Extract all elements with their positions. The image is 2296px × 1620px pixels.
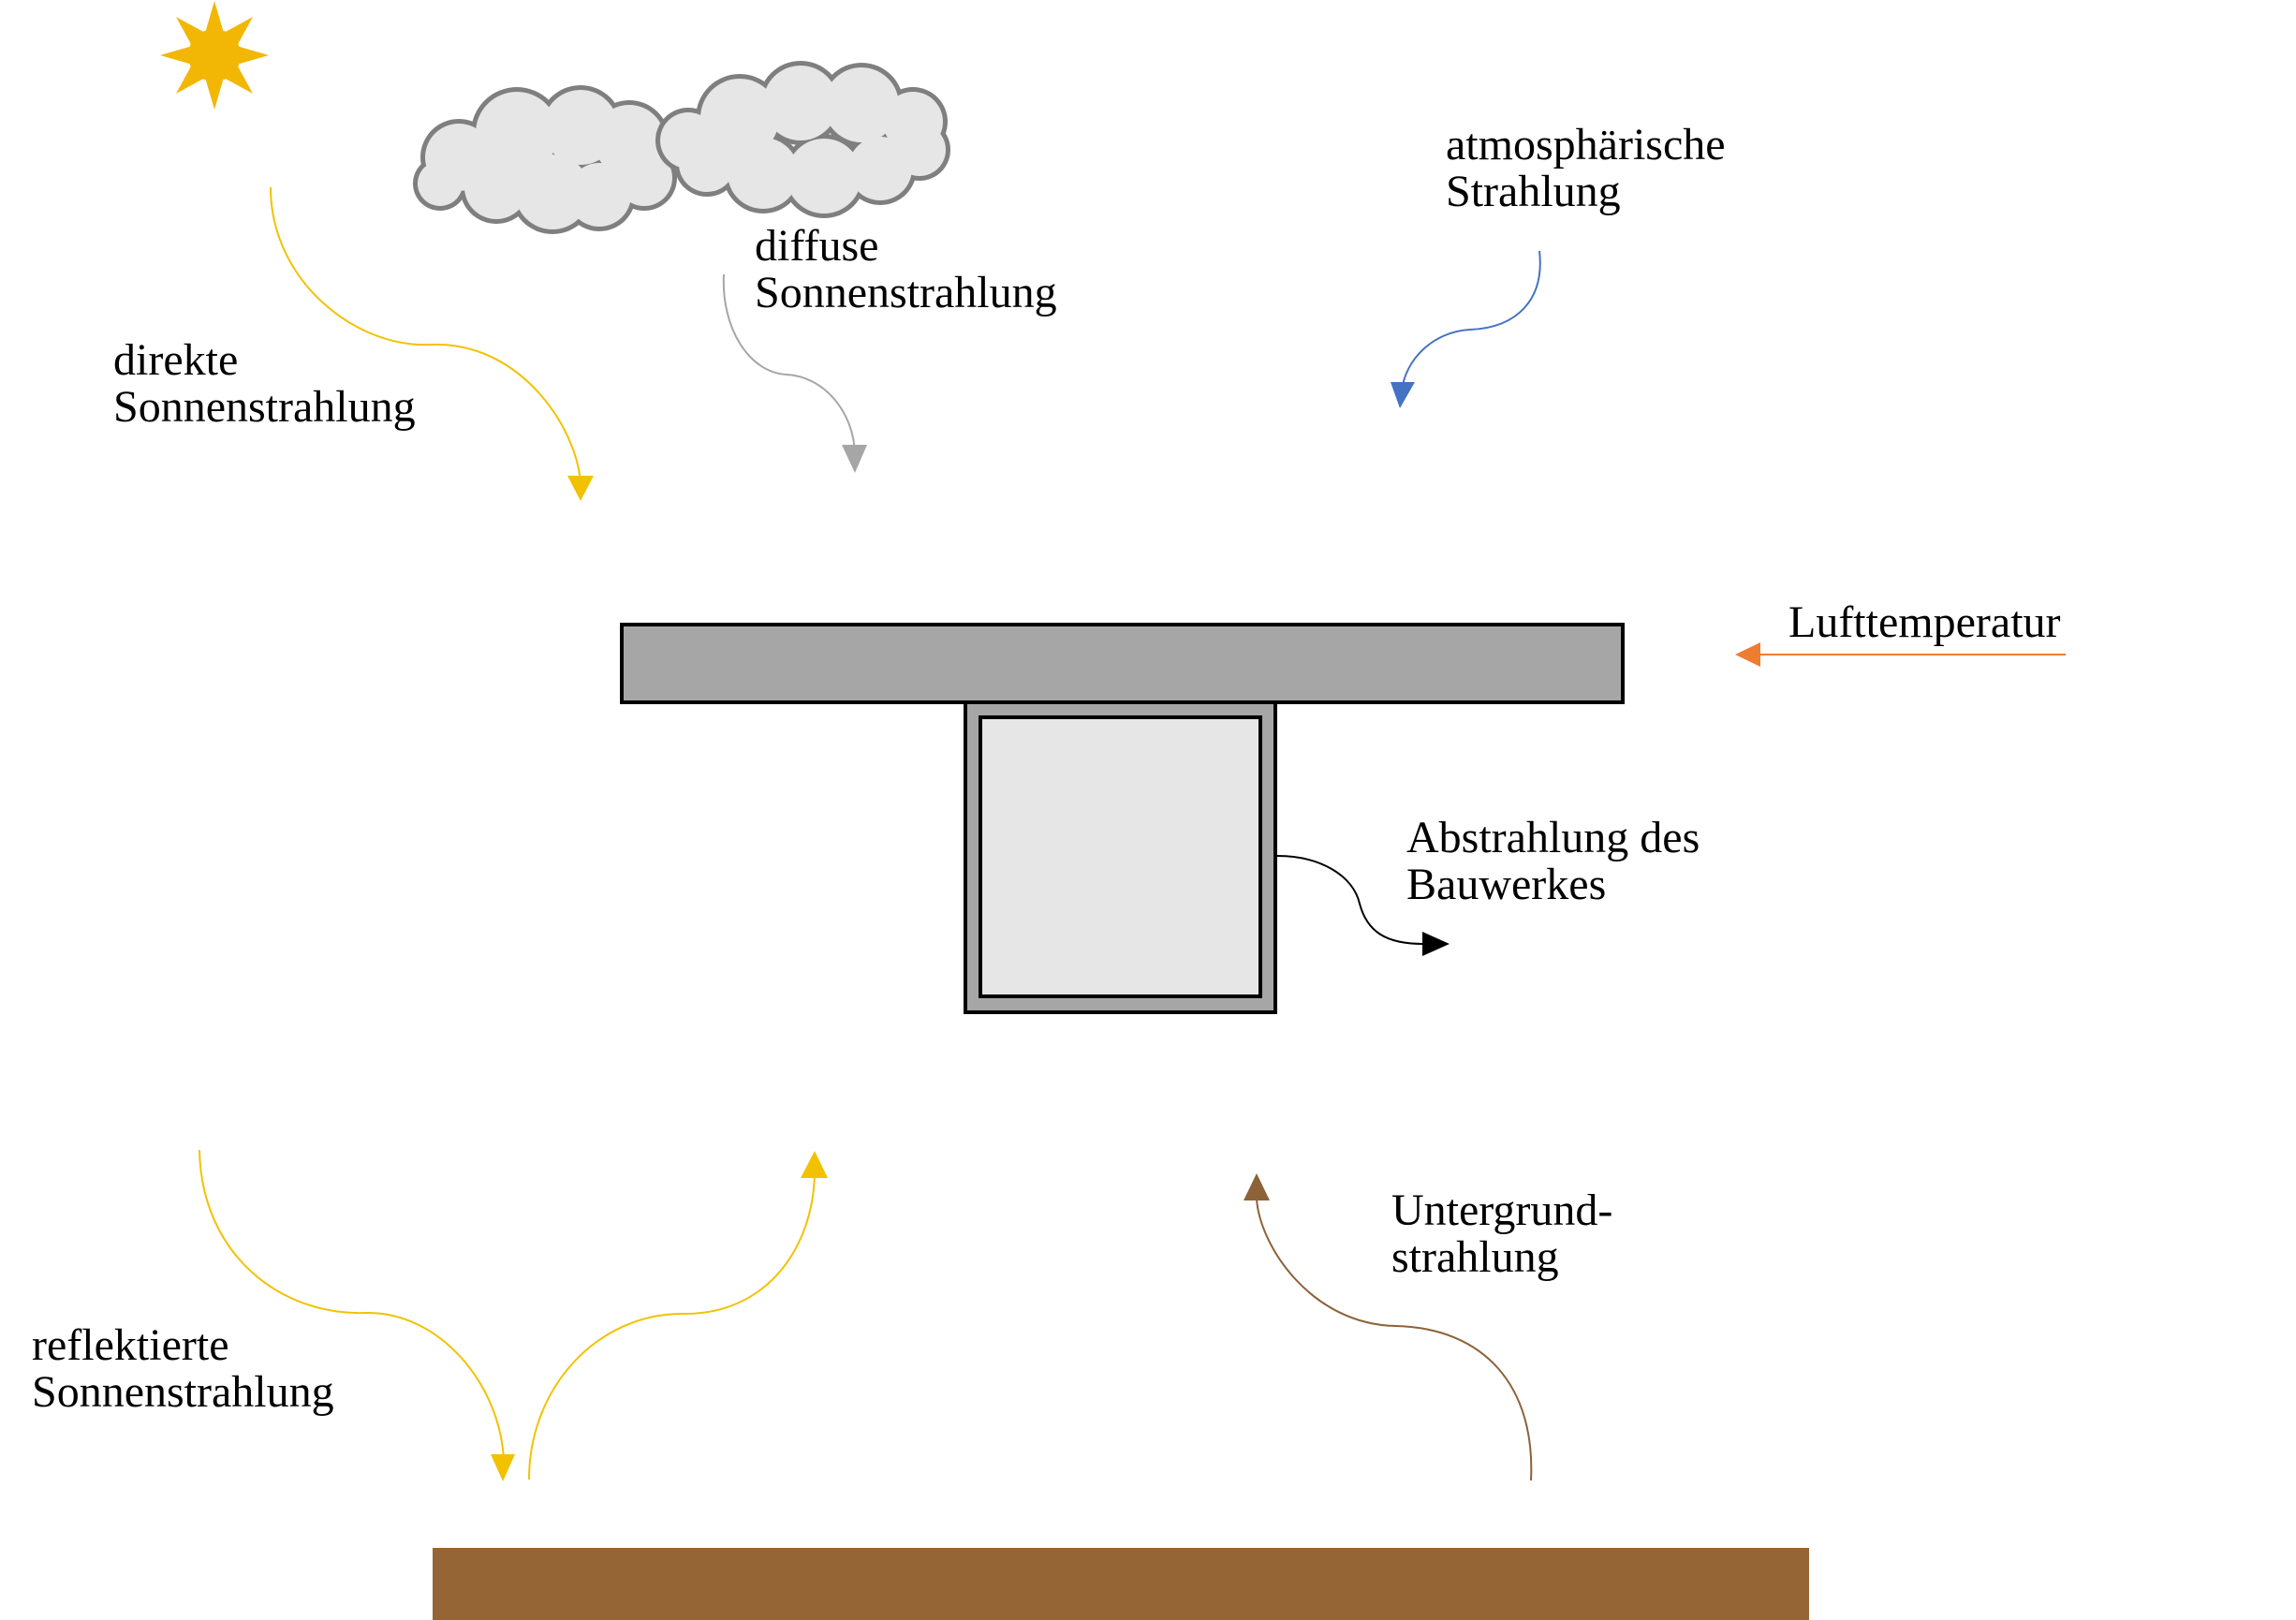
cloud-lobe [728,138,799,209]
box-girder-inner [979,715,1262,998]
cloud-icon [413,85,677,234]
bridge-deck [620,623,1625,704]
direct-radiation-arrowhead [567,476,594,501]
cloud-lobe [464,155,528,219]
cloud-lobe [679,136,735,192]
atmospheric-radiation-arrow [1401,250,1541,392]
cloud-lobe [763,66,838,140]
reflected-radiation-down-arrowhead [491,1454,515,1481]
ground-radiation-arrow [1256,1198,1533,1481]
ground [433,1548,1809,1620]
cloud-lobe [515,155,590,229]
label-ground-radiation: Untergrund-strahlung [1391,1186,1613,1282]
emission-arrow [1276,855,1424,945]
ground-radiation-arrowhead [1244,1173,1270,1200]
cloud-lobe [824,67,899,142]
cloud-icon [655,61,950,218]
reflected-radiation-up-arrow [528,1170,816,1480]
cloud-lobe [787,139,861,214]
cloud-lobe [476,92,558,174]
diffuse-radiation-arrow [722,273,856,455]
cloud-lobe [700,79,779,157]
atmospheric-radiation-arrowhead [1391,382,1415,408]
sun-icon [160,1,269,110]
air-temperature-arrowhead [1735,642,1760,667]
cloud-lobe [418,161,463,206]
emission-arrowhead [1422,932,1450,956]
direct-radiation-arrow [270,186,581,488]
reflected-radiation-down-arrow [199,1149,505,1462]
diffuse-radiation-arrowhead [842,445,867,473]
sun-disc [188,29,241,81]
label-air-temperature: Lufttemperatur [1788,597,2061,647]
reflected-radiation-up-arrowhead [801,1151,828,1178]
cloud-lobe [848,137,912,200]
